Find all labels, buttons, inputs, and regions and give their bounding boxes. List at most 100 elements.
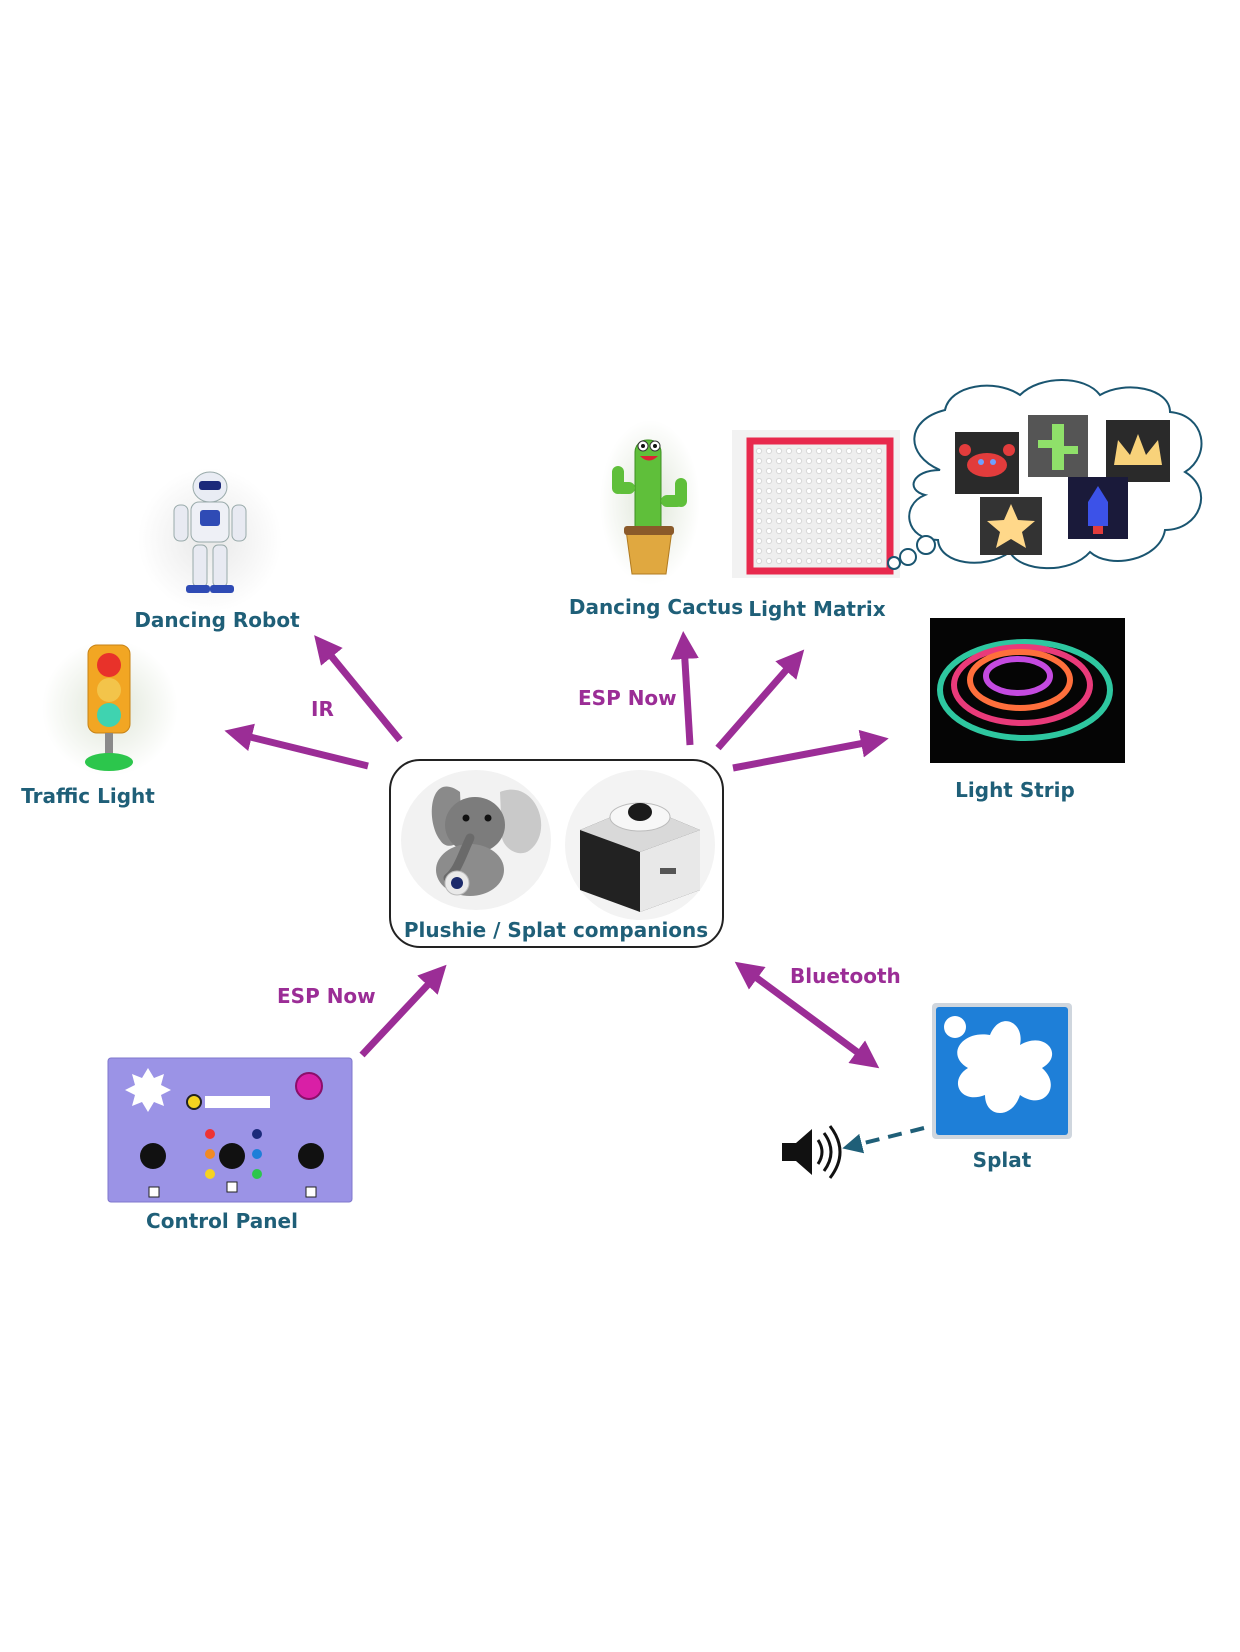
arrow-to-dancing-cactus [670,631,699,746]
led-dot [795,537,803,545]
led-dot [815,517,823,525]
led-dot [845,467,853,475]
led-dot [785,537,793,545]
led-dot [775,557,783,565]
led-dot [775,467,783,475]
led-dot [835,557,843,565]
led-dot [815,477,823,485]
led-dot [765,527,773,535]
label-esp-now-bottom: ESP Now [277,984,376,1008]
center-label: Plushie / Splat companions [404,918,708,942]
dancing-robot-node: Dancing Robot [134,468,300,632]
arrow-to-light-strip [732,729,889,772]
led-dot [855,467,863,475]
light-strip-node: Light Strip [930,618,1125,802]
led-dot [755,497,763,505]
arrow-to-traffic-light [224,723,369,770]
led-dot [785,557,793,565]
cactus-image [612,439,687,575]
led-dot [755,517,763,525]
led-dot [755,467,763,475]
led-dot [845,557,853,565]
led-dot [845,507,853,515]
led-dot [815,497,823,505]
led-dot [805,547,813,555]
led-dot [825,537,833,545]
led-dot [775,447,783,455]
led-dot [855,477,863,485]
led-dot [875,487,883,495]
led-dot [795,497,803,505]
led-dot [855,557,863,565]
led-dot [845,527,853,535]
led-dot [825,477,833,485]
thought-cloud [887,379,1203,570]
led-dot [845,457,853,465]
arrow-to-dancing-robot [314,635,403,743]
led-dot [865,477,873,485]
led-dot [815,507,823,515]
led-dot [855,547,863,555]
led-dot [855,447,863,455]
led-dot [795,517,803,525]
led-dot [775,497,783,505]
led-dot [765,507,773,515]
splat-node: Splat [932,1003,1072,1172]
led-dot [785,517,793,525]
matrix-crab-image [955,432,1019,494]
led-dot [865,557,873,565]
speaker-icon [782,1125,842,1179]
led-dot [835,517,843,525]
led-dot [785,547,793,555]
led-dot [805,497,813,505]
led-dot [825,527,833,535]
led-dot [805,457,813,465]
control-panel-node: Control Panel [107,1057,353,1233]
led-dot [855,487,863,495]
led-dot [805,557,813,565]
led-dot [815,487,823,495]
led-dot [825,557,833,565]
led-dot [775,487,783,495]
led-dot [875,457,883,465]
control-panel-image [107,1057,353,1203]
led-dot [815,457,823,465]
led-dot [755,507,763,515]
led-dot [765,487,773,495]
led-dot [815,467,823,475]
traffic-light-image [85,644,133,771]
led-dot [865,547,873,555]
led-dot [765,467,773,475]
led-dot [775,537,783,545]
light-matrix-leds [755,447,883,565]
dancing-robot-label: Dancing Robot [134,608,300,632]
led-dot [765,537,773,545]
led-dot [805,447,813,455]
led-dot [765,557,773,565]
led-dot [815,447,823,455]
led-dot [835,497,843,505]
led-dot [775,477,783,485]
led-dot [815,527,823,535]
arrow-from-control-panel [359,964,447,1058]
dancing-cactus-label: Dancing Cactus [569,595,743,619]
led-dot [805,487,813,495]
led-dot [785,467,793,475]
dancing-cactus-node: Dancing Cactus [569,420,743,619]
led-dot [865,457,873,465]
led-dot [855,507,863,515]
led-dot [835,487,843,495]
label-esp-now-top: ESP Now [578,686,677,710]
led-dot [855,517,863,525]
led-dot [835,507,843,515]
led-dot [785,507,793,515]
matrix-crown-image [1106,420,1170,482]
led-dot [865,497,873,505]
led-dot [795,447,803,455]
arrow-bluetooth-bidirectional [734,961,880,1069]
led-dot [855,527,863,535]
led-dot [835,447,843,455]
led-dot [755,487,763,495]
led-dot [855,537,863,545]
led-dot [875,497,883,505]
